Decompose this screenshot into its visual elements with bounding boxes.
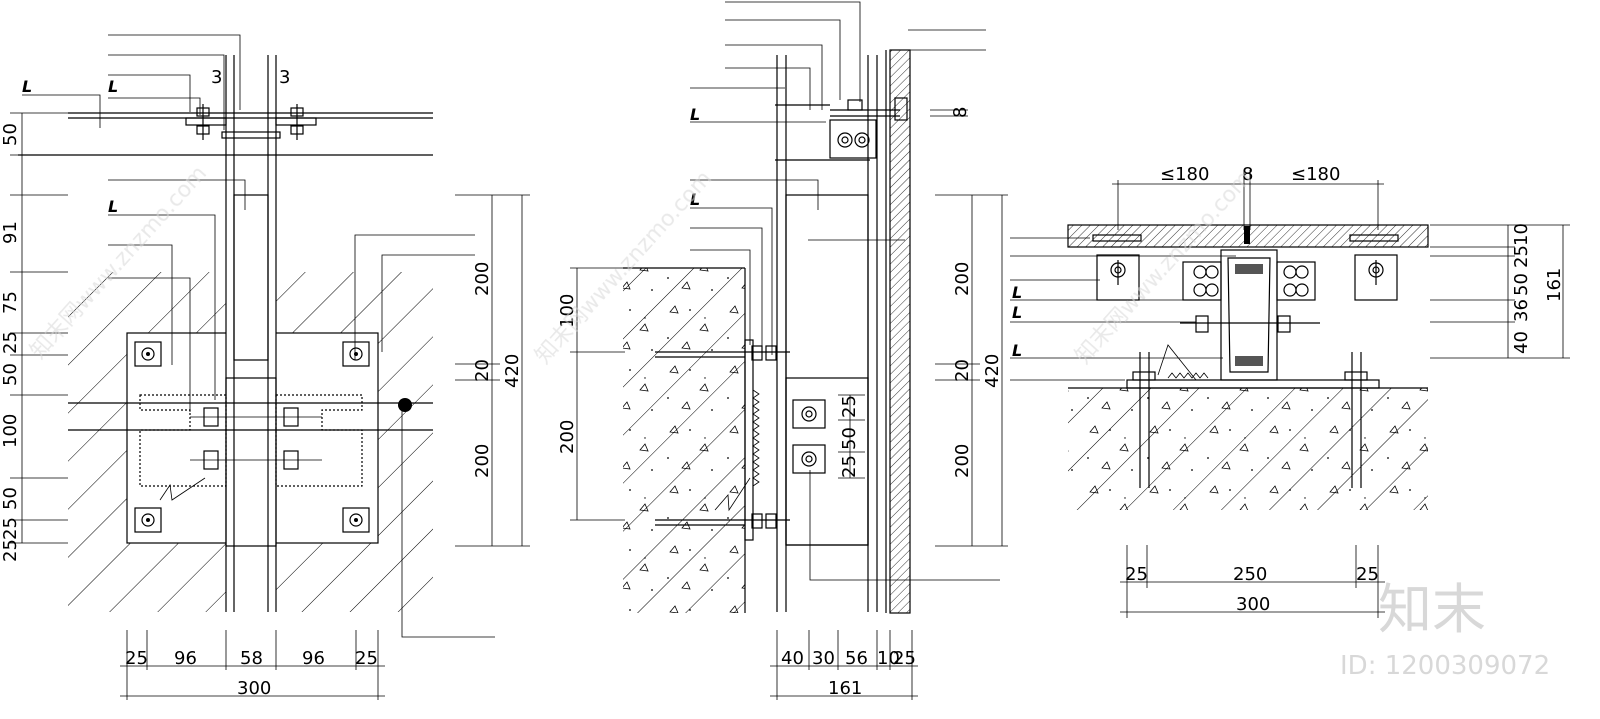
left-dim-b0: 25 <box>125 648 148 669</box>
left-dim-total: 300 <box>237 678 271 699</box>
left-dim-l1: 91 <box>0 221 21 244</box>
middle-dim-texts: 40 30 56 10 25 161 100 200 25 50 25 200 … <box>557 105 1003 699</box>
mid-dim-top: 8 <box>950 107 971 118</box>
right-dim-t2: ≤180 <box>1291 164 1340 185</box>
left-dim-top0: 3 <box>211 67 222 88</box>
left-top-bolts <box>196 104 304 140</box>
left-dim-l4: 50 <box>0 363 21 386</box>
left-dim-l0: 50 <box>0 123 21 146</box>
mid-dim-l1: 200 <box>557 420 578 454</box>
middle-dims <box>570 109 1008 700</box>
left-dim-r0: 200 <box>472 262 493 296</box>
left-dim-top1: 3 <box>279 67 290 88</box>
mid-dim-bolt0: 25 <box>839 395 860 418</box>
mid-dim-b2: 56 <box>845 648 868 669</box>
left-dim-b2: 58 <box>240 648 263 669</box>
left-weld-mark-3: L <box>108 197 118 216</box>
right-dim-r0: 10 <box>1511 223 1532 246</box>
mid-dim-bolt1: 50 <box>839 427 860 450</box>
mid-dim-rtotal: 420 <box>982 354 1003 388</box>
right-dim-r2: 50 <box>1511 273 1532 296</box>
mid-dim-b3: 10 <box>877 648 900 669</box>
mid-weld-mark-1: L <box>690 105 700 124</box>
watermark-id-text: ID: 1200309072 <box>1340 651 1550 681</box>
left-dim-l3: 25 <box>0 331 21 354</box>
left-dim-texts: 25 96 58 96 25 300 3 3 50 91 75 25 50 10… <box>0 67 523 699</box>
left-dim-l7: 25 <box>0 517 21 540</box>
left-dim-r1: 20 <box>472 359 493 382</box>
right-view: ≤180 8 ≤180 10 25 50 36 40 161 25 250 25… <box>1010 164 1570 618</box>
right-dim-t0: ≤180 <box>1160 164 1209 185</box>
left-view: 25 96 58 96 25 300 3 3 50 91 75 25 50 10… <box>0 34 530 700</box>
right-dim-r1: 25 <box>1511 245 1532 268</box>
left-dim-l6: 50 <box>0 487 21 510</box>
mid-weld-mark-2: L <box>690 190 700 209</box>
left-leaders <box>22 34 495 638</box>
middle-view: 40 30 56 10 25 161 100 200 25 50 25 200 … <box>557 1 1008 700</box>
left-dims-left <box>10 112 68 544</box>
right-weld-mark-3: L <box>1012 341 1022 360</box>
mid-dim-r1: 20 <box>952 359 973 382</box>
mid-dim-r0: 200 <box>952 262 973 296</box>
right-anchor-bolts <box>1132 352 1368 488</box>
left-dims-right <box>455 194 530 547</box>
left-anchor-bolts <box>134 341 370 533</box>
left-weld-mark-2: L <box>108 77 118 96</box>
right-dim-texts: ≤180 8 ≤180 10 25 50 36 40 161 25 250 25… <box>1012 164 1565 615</box>
mid-dim-b1: 30 <box>812 648 835 669</box>
mid-dim-bolt2: 25 <box>839 455 860 478</box>
right-dim-rtotal: 161 <box>1544 268 1565 302</box>
watermark-logo-text: 知末 <box>1378 578 1486 641</box>
left-dim-l2: 75 <box>0 291 21 314</box>
left-dim-b3: 96 <box>302 648 325 669</box>
left-dim-b1: 96 <box>174 648 197 669</box>
left-dims-bottom <box>120 630 385 700</box>
left-dim-l5: 100 <box>0 414 21 448</box>
left-dim-l8: 25 <box>0 539 21 562</box>
mid-dim-r2: 200 <box>952 444 973 478</box>
right-dim-t1: 8 <box>1242 164 1253 185</box>
right-dim-b2: 25 <box>1356 564 1379 585</box>
left-dim-b4: 25 <box>355 648 378 669</box>
left-dim-rtotal: 420 <box>502 354 523 388</box>
right-dims <box>1112 170 1570 618</box>
mid-dim-l0: 100 <box>557 294 578 328</box>
right-dim-total: 300 <box>1236 594 1270 615</box>
middle-leaders <box>690 1 1000 581</box>
right-dim-r3: 36 <box>1511 299 1532 322</box>
mid-dim-b0: 40 <box>781 648 804 669</box>
left-angle-brackets <box>68 394 433 487</box>
right-weld-mark-2: L <box>1012 303 1022 322</box>
mid-dim-total: 161 <box>828 678 862 699</box>
middle-panel-hatch <box>889 49 911 614</box>
mid-dim-b4: 25 <box>893 648 916 669</box>
right-weld-mark-1: L <box>1012 283 1022 302</box>
right-dim-b0: 25 <box>1125 564 1148 585</box>
right-dim-b1: 250 <box>1233 564 1267 585</box>
left-dim-r2: 200 <box>472 444 493 478</box>
right-dim-r4: 40 <box>1511 331 1532 354</box>
left-weld-mark-1: L <box>22 77 32 96</box>
